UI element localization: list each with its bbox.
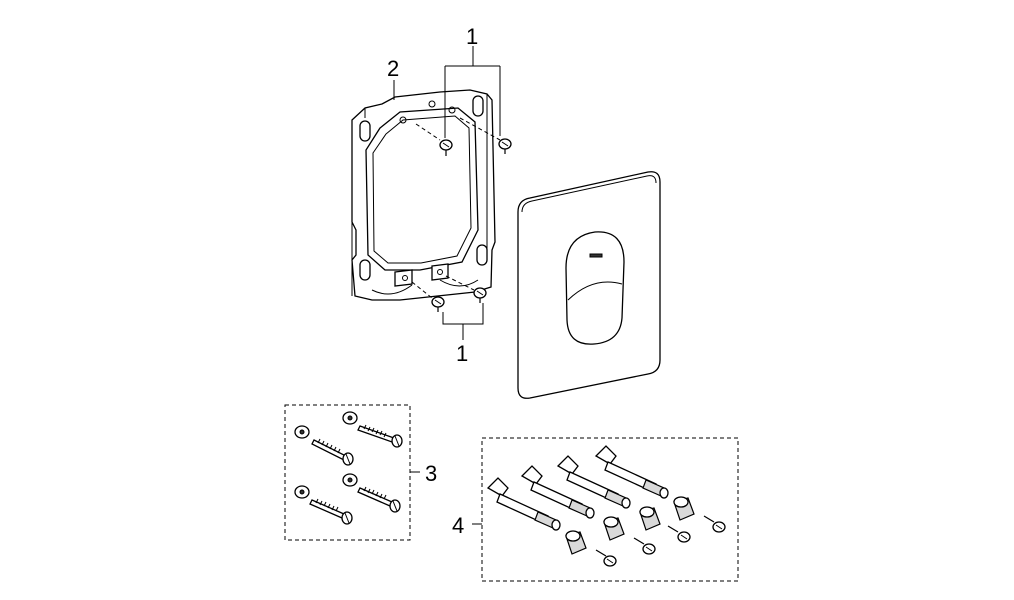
small-screw: [459, 117, 512, 154]
cap-nut: [565, 530, 587, 555]
wood-screw: [357, 424, 403, 448]
flush-button: [565, 231, 625, 345]
cap-nut: [639, 506, 661, 531]
extension-rod: [556, 455, 631, 509]
frame-slot: [359, 259, 371, 281]
mounting-frame: [351, 89, 496, 301]
callout-screws-bottom: 1: [442, 303, 484, 366]
callout-screws-top: 1: [444, 24, 501, 138]
washer: [294, 485, 310, 499]
extension-rod: [594, 445, 669, 499]
cap-nut: [673, 496, 695, 521]
wood-screw: [311, 438, 354, 466]
svg-text:1: 1: [456, 341, 468, 366]
extension-rod: [520, 465, 595, 519]
callout-frame: 2: [387, 56, 399, 100]
bolt: [633, 537, 656, 555]
svg-text:4: 4: [452, 513, 464, 538]
frame-slot: [359, 120, 371, 142]
bolt: [595, 549, 617, 567]
svg-text:2: 2: [387, 56, 399, 81]
washer: [342, 473, 358, 487]
frame-slot: [472, 95, 484, 117]
svg-text:1: 1: [466, 24, 478, 49]
anchor-screw-set: 3: [284, 404, 437, 541]
bolt: [667, 525, 691, 543]
cap-nut: [603, 516, 625, 541]
washer: [342, 411, 358, 425]
bolt: [703, 515, 726, 533]
small-screw: [415, 123, 453, 156]
small-screw: [411, 281, 445, 312]
indicator-mark: [589, 253, 603, 258]
frame-screws: [411, 117, 512, 312]
extension-set: 4: [452, 437, 739, 582]
wood-screw: [357, 486, 401, 513]
small-screw: [445, 275, 487, 303]
washer: [294, 425, 310, 439]
wood-screw: [309, 498, 353, 525]
svg-text:3: 3: [425, 461, 437, 486]
flush-plate: [517, 171, 661, 399]
frame-slot: [476, 244, 488, 266]
extension-rod: [486, 477, 561, 531]
